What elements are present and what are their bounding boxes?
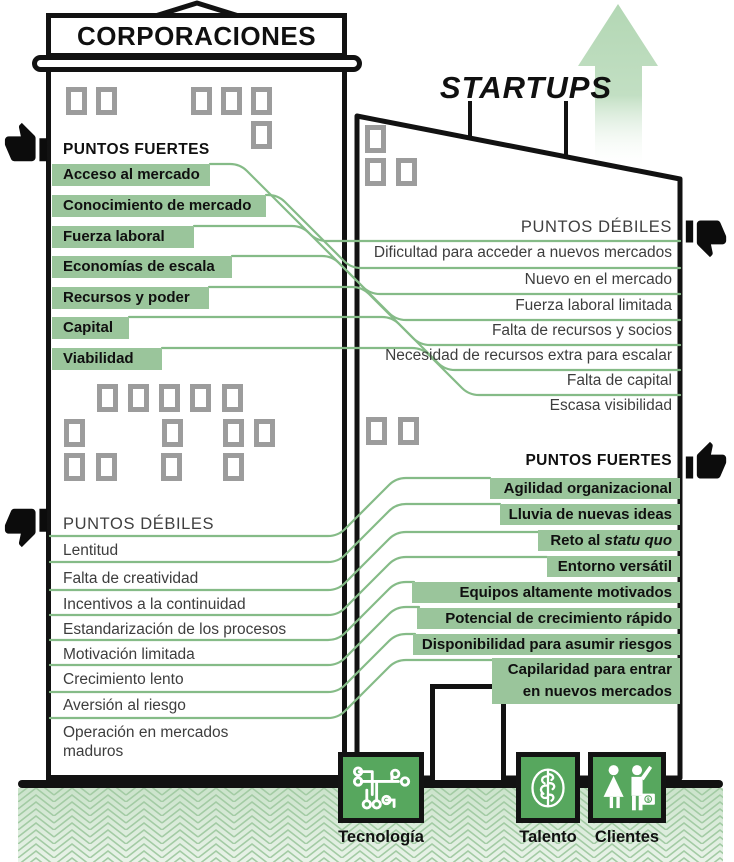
weakness-item: Lentitud — [63, 542, 119, 559]
strength-item: Recursos y poder — [52, 287, 209, 309]
strength-label: Disponibilidad para asumir riesgos — [421, 636, 672, 653]
weakness-item: Necesidad de recursos extra para escalar — [385, 347, 672, 364]
window — [96, 87, 117, 115]
strength-label-italic: statu quo — [604, 532, 673, 549]
strength-item: Potencial de crecimiento rápido — [417, 608, 680, 629]
strength-label: Reto al — [550, 532, 605, 549]
weakness-item: Operación en mercados maduros — [63, 724, 229, 760]
strength-label: Equipos altamente motivados — [459, 584, 672, 601]
window — [128, 384, 149, 412]
strength-label: Agilidad organizacional — [503, 480, 672, 497]
talento-label: Talento — [519, 828, 577, 846]
weakness-item: Crecimiento lento — [63, 671, 184, 688]
strength-item: Equipos altamente motivados — [412, 582, 680, 603]
weakness-item: Aversión al riesgo — [63, 697, 186, 714]
window — [162, 419, 183, 447]
startup-debiles-header: PUNTOS DÉBILES — [520, 218, 672, 236]
weakness-item: Fuerza laboral limitada — [515, 297, 672, 314]
weakness-item: Falta de recursos y socios — [491, 322, 672, 339]
window — [254, 419, 275, 447]
tecnologia-label: Tecnología — [338, 828, 424, 846]
strength-item: Reto al statu quo — [538, 530, 680, 551]
strength-label: Entorno versátil — [557, 558, 672, 575]
window — [191, 87, 212, 115]
window — [64, 419, 85, 447]
sign-post — [564, 101, 568, 159]
weakness-item: Nuevo en el mercado — [524, 271, 672, 288]
thumbs-up-icon — [685, 441, 727, 479]
window — [365, 125, 386, 153]
weakness-item: Estandarización de los procesos — [63, 621, 287, 638]
window — [222, 384, 243, 412]
strength-item: Capilaridad para entrar en nuevos mercad… — [492, 658, 680, 704]
window — [366, 417, 387, 445]
window — [64, 453, 85, 481]
weakness-item: Falta de capital — [566, 372, 672, 389]
strength-label: Lluvia de nuevas ideas — [508, 506, 672, 523]
window — [398, 417, 419, 445]
weakness-item: Escasa visibilidad — [549, 397, 672, 414]
thumbs-down-icon — [4, 508, 48, 548]
strength-item: Acceso al mercado — [52, 164, 210, 186]
strength-item: Conocimiento de mercado — [52, 195, 266, 217]
clientes-box: $ — [588, 752, 666, 823]
clients-icon: $ — [603, 764, 655, 810]
startup-fuertes-header: PUNTOS FUERTES — [525, 452, 672, 469]
window — [365, 158, 386, 186]
window — [96, 453, 117, 481]
circuit-icon — [352, 766, 411, 809]
startups-title: STARTUPS — [439, 70, 613, 105]
window — [161, 453, 182, 481]
weakness-item: Motivación limitada — [63, 646, 195, 663]
weakness-item: Falta de creatividad — [63, 570, 199, 587]
window — [396, 158, 417, 186]
corp-debiles-header: PUNTOS DÉBILES — [63, 515, 215, 533]
strength-label: Capilaridad para entrar en nuevos mercad… — [507, 661, 672, 700]
brain-icon — [531, 767, 565, 808]
window — [159, 384, 180, 412]
strength-item: Agilidad organizacional — [490, 478, 680, 499]
weakness-item: Incentivos a la continuidad — [63, 596, 246, 613]
strength-item: Lluvia de nuevas ideas — [500, 504, 680, 525]
talento-box — [516, 752, 580, 823]
window — [223, 419, 244, 447]
window — [223, 453, 244, 481]
strength-label: Potencial de crecimiento rápido — [445, 610, 672, 627]
window — [190, 384, 211, 412]
window — [66, 87, 87, 115]
window — [251, 121, 272, 149]
clientes-label: Clientes — [594, 828, 660, 846]
tecnologia-box — [338, 752, 424, 823]
thumbs-down-icon — [685, 220, 727, 258]
strength-item: Entorno versátil — [547, 556, 680, 577]
svg-text:$: $ — [647, 797, 651, 803]
window — [221, 87, 242, 115]
corporaciones-title: CORPORACIONES — [46, 13, 347, 58]
window — [97, 384, 118, 412]
sign-post — [468, 101, 472, 139]
window — [251, 87, 272, 115]
corp-fuertes-header: PUNTOS FUERTES — [63, 141, 210, 158]
strength-item: Economías de escala — [52, 256, 232, 278]
strength-item: Capital — [52, 317, 129, 339]
thumbs-up-icon — [4, 122, 48, 162]
strength-item: Viabilidad — [52, 348, 162, 370]
growth-arrow-icon — [578, 4, 658, 170]
weakness-item: Dificultad para acceder a nuevos mercado… — [373, 244, 672, 261]
strength-item: Disponibilidad para asumir riesgos — [413, 634, 680, 655]
strength-item: Fuerza laboral — [52, 226, 194, 248]
